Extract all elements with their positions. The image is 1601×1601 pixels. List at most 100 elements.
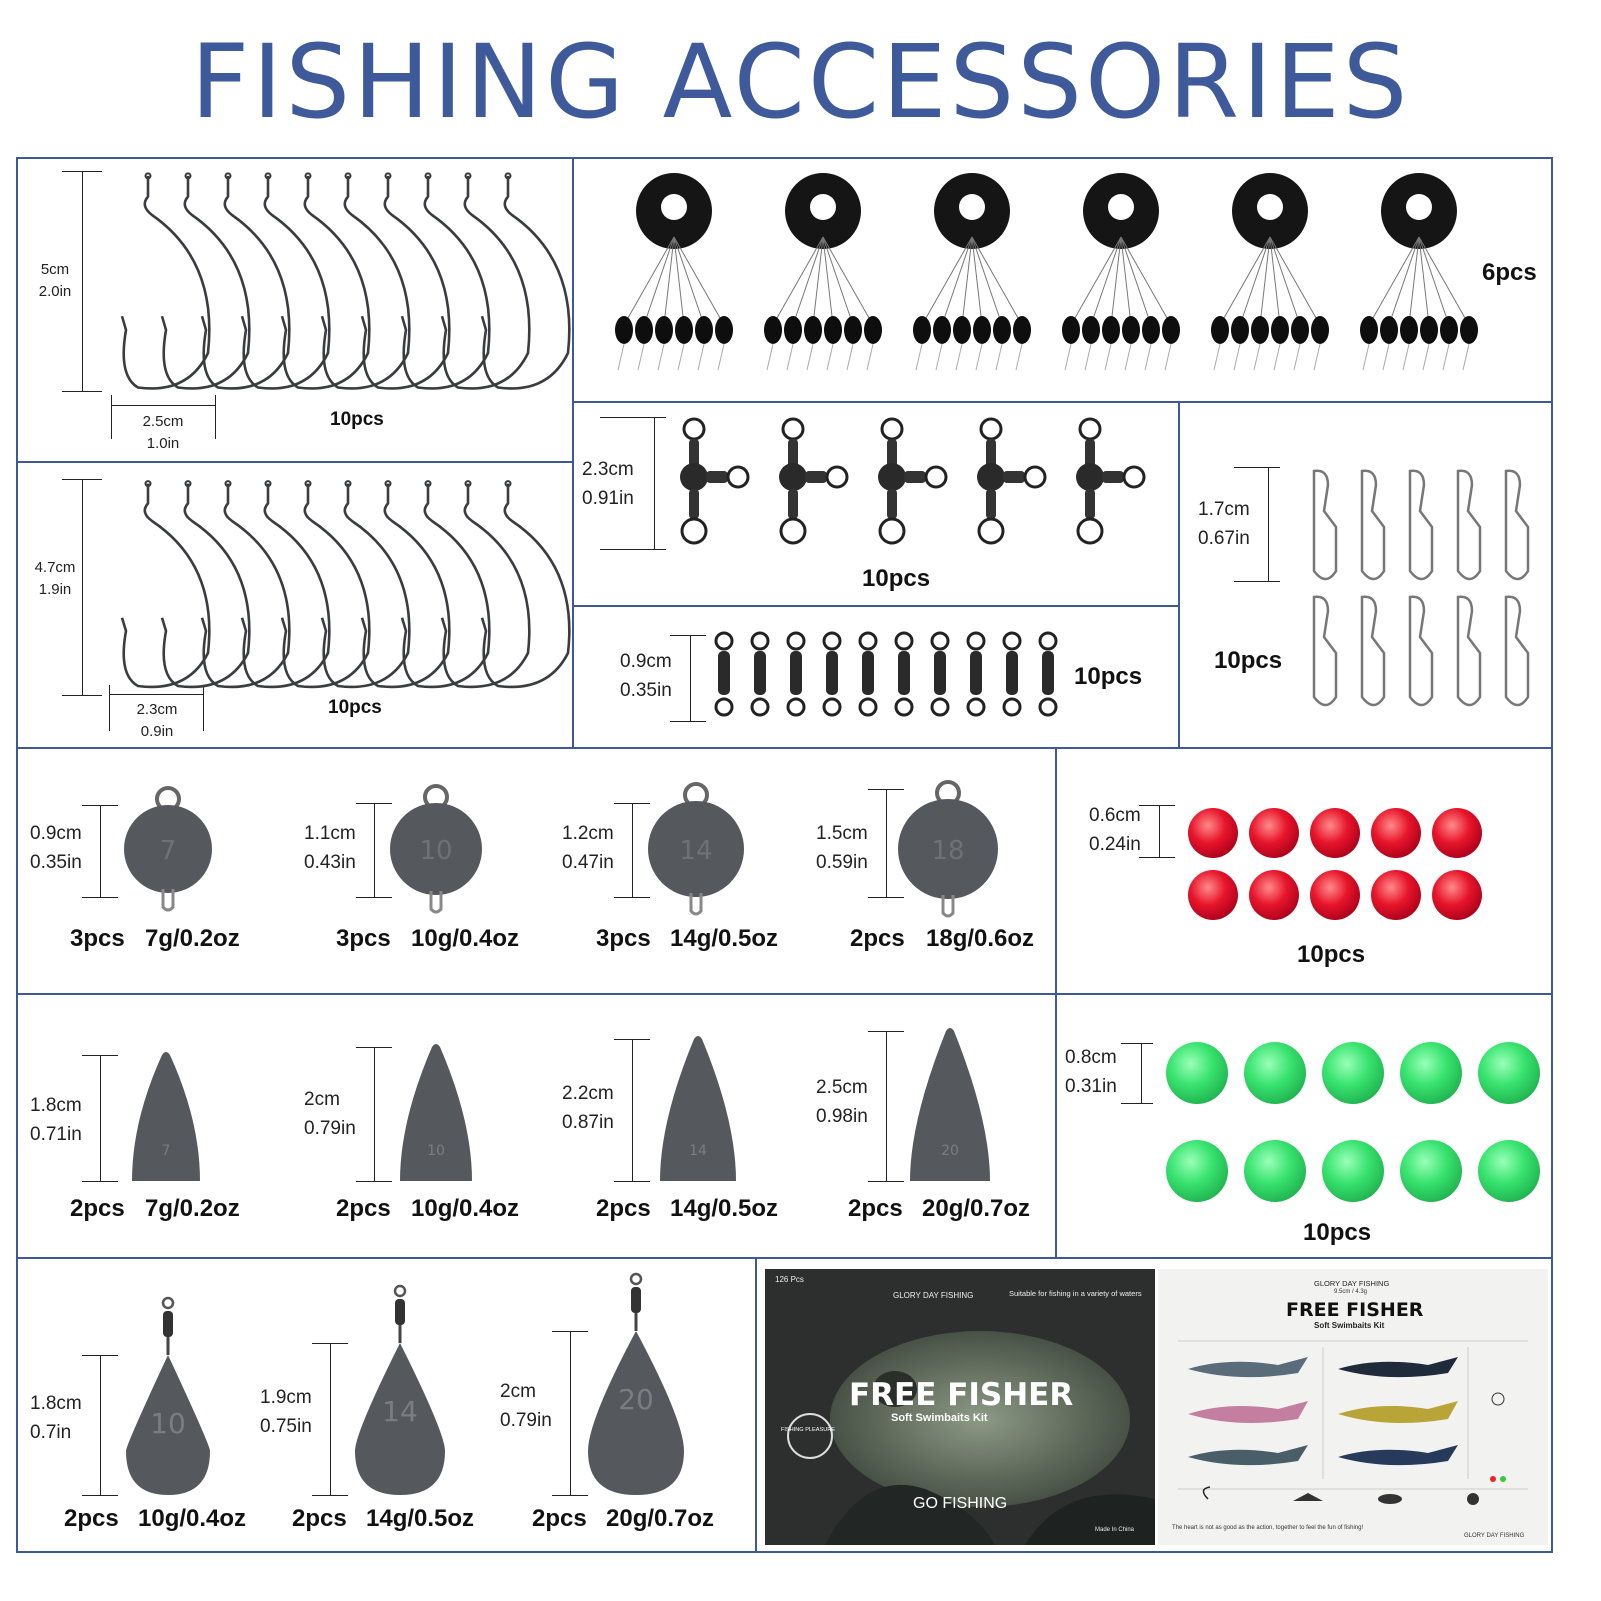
snap-icon <box>1312 595 1338 707</box>
card-subtitle: Soft Swimbaits Kit <box>891 1412 988 1424</box>
sinker-count: 3pcs <box>596 925 651 952</box>
sinker-count: 3pcs <box>70 925 125 952</box>
stopper-bead <box>715 316 733 344</box>
stopper-bead <box>1380 316 1398 344</box>
red-beads-icon <box>1188 808 1482 920</box>
green-bead <box>1244 1042 1306 1104</box>
card-title: FREE FISHER <box>1286 1299 1424 1321</box>
swivel-body <box>779 463 807 491</box>
hook-icon <box>280 175 371 390</box>
sinker-weight: 18g/0.6oz <box>926 925 1035 952</box>
green-bead <box>1322 1042 1384 1104</box>
card-title: FREE FISHER <box>849 1377 1074 1413</box>
sinker-count: 3pcs <box>336 925 391 952</box>
hook-icon <box>160 483 251 689</box>
red-bead <box>1188 808 1238 858</box>
hook-icon <box>360 483 451 689</box>
drop-shot-weight <box>588 1331 684 1495</box>
rolling-swivel-body <box>898 651 910 695</box>
stopper-bead <box>844 316 862 344</box>
bullet-weight <box>660 1036 736 1181</box>
drop-shot-weight <box>126 1355 210 1495</box>
swivels-count: 10pcs <box>862 565 931 592</box>
package-card-back: GLORY DAY FISHING 9.5cm / 4.3g FREE FISH… <box>1158 1269 1548 1545</box>
sinker-weight: 10g/0.4oz <box>411 925 520 952</box>
snap-icon <box>1408 469 1434 581</box>
card-subtitle: Soft Swimbaits Kit <box>1314 1321 1385 1330</box>
hook-icon <box>240 483 331 689</box>
stopper-bead <box>1062 316 1080 344</box>
stopper-bead <box>1013 316 1031 344</box>
duo-lock-snaps-icon <box>1312 469 1530 707</box>
weight-value: 10g/0.4oz <box>411 1195 520 1222</box>
hook-icon <box>240 175 331 390</box>
card-waters: Suitable for fishing in a variety of wat… <box>1009 1289 1142 1298</box>
stopper-bead <box>1231 316 1249 344</box>
stopper-bead <box>993 316 1011 344</box>
weight-value: 7g/0.2oz <box>145 1195 240 1222</box>
cheburashka-sinker <box>124 805 212 893</box>
red-bead <box>1371 870 1421 920</box>
hook-icon <box>360 175 451 390</box>
float-stoppers-icon <box>615 173 1478 371</box>
stopper-bead <box>824 316 842 344</box>
stopper-bead <box>675 316 693 344</box>
rolling-swivel-body <box>934 651 946 695</box>
hook-icon <box>400 175 491 390</box>
width-dimension-line <box>111 405 215 406</box>
card-brand: GLORY DAY FISHING <box>1314 1279 1390 1288</box>
stopper-bead <box>1440 316 1458 344</box>
card-footer: The heart is not as good as the action, … <box>1172 1525 1364 1531</box>
stopper-bead <box>1311 316 1329 344</box>
stopper-bead <box>1251 316 1269 344</box>
stopper-bead <box>1420 316 1438 344</box>
weight-mark: 10 <box>150 1407 186 1440</box>
green-bead <box>1400 1140 1462 1202</box>
hook-icon <box>480 483 571 689</box>
rolling-swivel-body <box>970 651 982 695</box>
weight-mark: 7 <box>162 1143 171 1159</box>
hook-icon <box>120 175 211 390</box>
sinker-mark: 7 <box>160 836 177 866</box>
drop-shot-count: 2pcs <box>64 1505 119 1532</box>
stopper-bead <box>913 316 931 344</box>
red-beads-count: 10pcs <box>1297 941 1366 968</box>
red-bead <box>1249 870 1299 920</box>
stopper-bead <box>864 316 882 344</box>
sinker-weight: 14g/0.5oz <box>670 925 779 952</box>
hook-icon <box>160 175 251 390</box>
drop-shot-weight-value: 14g/0.5oz <box>366 1505 475 1532</box>
badge-icon <box>787 1413 833 1459</box>
swivel-body <box>1076 463 1104 491</box>
stopper-bead <box>1271 316 1289 344</box>
green-beads-icon <box>1166 1042 1540 1202</box>
red-bead <box>1371 808 1421 858</box>
stopper-bead <box>1400 316 1418 344</box>
weight-mark: 20 <box>618 1383 654 1416</box>
hook-icon <box>200 483 291 689</box>
height-dimension-line <box>82 171 83 391</box>
stopper-bead <box>695 316 713 344</box>
card-brand: GLORY DAY FISHING <box>893 1291 974 1300</box>
rolling-swivel-body <box>1042 651 1054 695</box>
green-bead <box>1244 1140 1306 1202</box>
snap-icon <box>1456 595 1482 707</box>
hook-icon <box>120 483 211 689</box>
hook-icon <box>280 483 371 689</box>
green-bead <box>1478 1042 1540 1104</box>
drop-shot-weights-icon: 10 14 20 <box>126 1272 684 1495</box>
weight-mark: 14 <box>689 1143 707 1159</box>
green-bead <box>1478 1140 1540 1202</box>
weight-mark: 14 <box>382 1395 418 1428</box>
